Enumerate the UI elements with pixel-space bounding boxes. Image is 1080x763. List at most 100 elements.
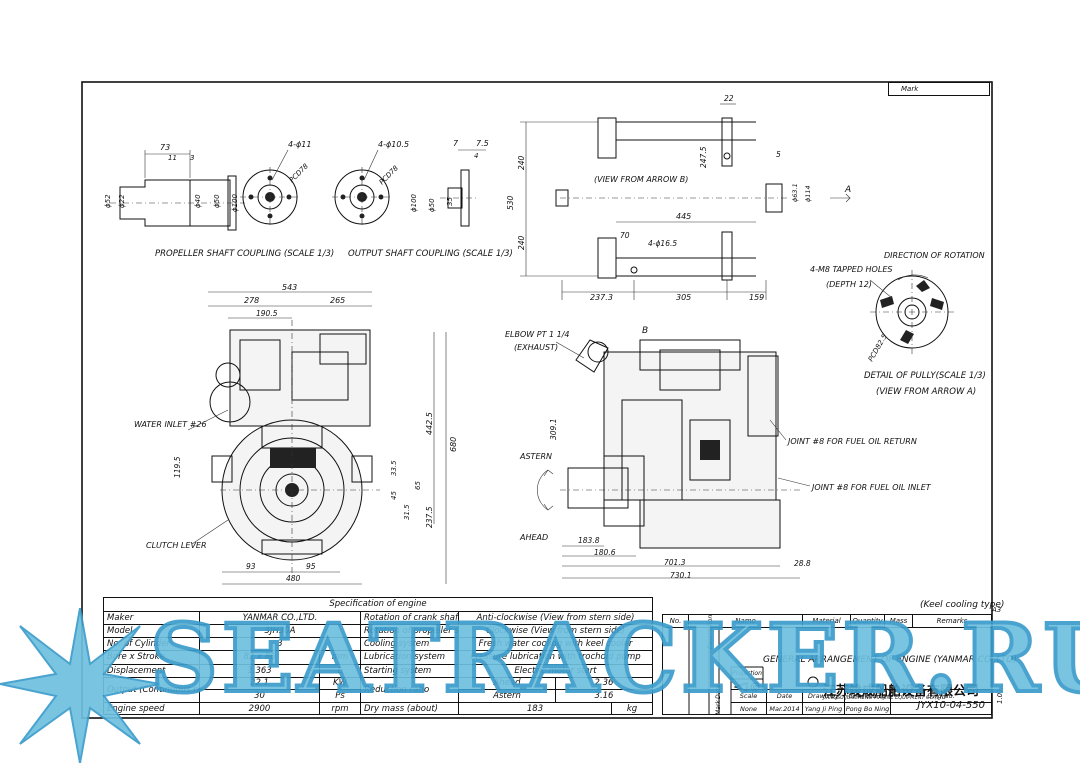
dim-305: 305 (676, 293, 691, 302)
label-clutch-lever: CLUTCH LEVER (146, 541, 207, 550)
spec-row: Engine speed 2900 rpm (104, 702, 360, 715)
pulley-detail-view: DIRECTION OF ROTATION 4-M8 TAPPED HOLES … (810, 251, 986, 397)
title-block-grid (688, 627, 819, 715)
dim-237-5: 237.5 (425, 506, 434, 528)
dim-7: 7 (453, 139, 459, 148)
dim-phi114: ϕ114 (804, 185, 812, 202)
title-block: No. Name Material Quantity Mass Remarks … (662, 614, 1017, 715)
label-propeller-coupling: PROPELLER SHAFT COUPLING (SCALE 1/3) (155, 249, 334, 259)
label-joint-inlet: JOINT #8 FOR FUEL OIL INLET (810, 483, 932, 492)
dim-247-5: 247.5 (699, 146, 708, 168)
dim-240-a: 240 (517, 155, 526, 170)
dim-pcd82-5: PCD82.5 (867, 332, 889, 363)
dim-70: 70 (620, 231, 630, 240)
spec-row: Rotation of propeller shaft Clockwise (V… (361, 625, 652, 639)
dim-phi63-1: ϕ63.1 (791, 183, 799, 202)
dim-pcd78-a: PCD78 (288, 162, 311, 185)
dim-phi100-b: ϕ100 (410, 193, 418, 212)
dim-31-5: 31.5 (403, 504, 411, 520)
label-output-coupling: OUTPUT SHAFT COUPLING (SCALE 1/3) (348, 249, 513, 259)
label-tapped-holes: 4-M8 TAPPED HOLES (810, 265, 892, 274)
dim-4phi11: 4-ϕ11 (288, 140, 311, 149)
label-astern: ASTERN (519, 452, 552, 461)
dim-phi22: ϕ22 (118, 194, 126, 208)
label-ahead: AHEAD (519, 533, 548, 542)
dim-701-3: 701.3 (664, 558, 686, 567)
watermark-star-icon (0, 608, 160, 763)
dim-22: 22 (724, 94, 734, 103)
dim-phi50-b: ϕ50 (428, 198, 436, 212)
dim-73: 73 (160, 143, 170, 152)
spec-row: Starting system Electric motor start (361, 664, 652, 678)
dim-phi40: ϕ40 (194, 194, 202, 208)
spec-row: Output (Continuous rating) 22.1 KW 30 Ps (104, 677, 360, 703)
drawing-frame (81, 81, 993, 719)
spec-right-column: Rotation of crank shaft Anti-clockwise (… (361, 612, 652, 715)
spec-row: Lubrication system Pressure lubrication … (361, 651, 652, 665)
spec-row: Reduction ratio Ahead 2.36 Astern 3.16 (361, 677, 652, 703)
dim-93: 93 (246, 562, 256, 571)
dim-190-5: 190.5 (256, 309, 278, 318)
label-water-inlet: WATER INLET #26 (134, 420, 207, 429)
dim-445: 445 (676, 212, 691, 221)
company-name-cn: 江苏竣成船舶设备有限公司 (823, 684, 980, 699)
dim-7-5: 7.5 (476, 139, 489, 148)
dim-4phi10-5: 4-ϕ10.5 (378, 140, 409, 149)
spec-row: Maker YANMAR CO.,LTD. (104, 612, 360, 626)
label-joint-return: JOINT #8 FOR FUEL OIL RETURN (786, 437, 917, 446)
dim-33-5: 33.5 (390, 460, 398, 476)
company-name-en: JIANGSU JUNCHENG MARINE EQUIPMENT CO.,LT… (823, 695, 946, 701)
label-detail-pully: DETAIL OF PULLY(SCALE 1/3) (864, 371, 986, 381)
drawing-number: JYX10-04-550 (917, 700, 985, 711)
dim-11: 11 (168, 154, 177, 162)
dim-680: 680 (449, 437, 458, 452)
dim-237-3: 237.3 (590, 293, 613, 302)
spec-row: Bore x Stroke 82 x 86 mm (104, 651, 360, 665)
title-block-header: No. Name Material Quantity Mass Remarks (663, 615, 991, 628)
engine-front-view: 543 278 265 190.5 442.5 680 119.5 33.5 6… (134, 283, 458, 585)
dim-4: 4 (474, 152, 478, 160)
spec-title: Specification of engine (104, 598, 652, 612)
dim-530: 530 (506, 195, 515, 210)
label-arrow-b: B (642, 326, 648, 336)
specification-table: Specification of engine Maker YANMAR CO.… (103, 597, 653, 715)
dim-119-5: 119.5 (173, 456, 182, 478)
dim-95: 95 (306, 562, 316, 571)
label-exhaust: (EXHAUST) (514, 343, 558, 352)
label-view-arrow-a: (VIEW FROM ARROW A) (876, 387, 976, 397)
label-elbow: ELBOW PT 1 1/4 (505, 330, 570, 339)
spec-left-column: Maker YANMAR CO.,LTD. Model 3JH30A No. o… (104, 612, 361, 715)
dim-480: 480 (286, 574, 301, 583)
dim-442-5: 442.5 (425, 412, 434, 435)
dim-5: 5 (776, 150, 781, 159)
dim-159: 159 (749, 293, 764, 302)
dim-45: 45 (390, 491, 398, 500)
sheet-size: A3 (992, 606, 1002, 614)
watermark-text: SEATRACKER.RU (148, 604, 1080, 714)
engine-side-view: B ELBOW PT 1 1/4 (EXHAUST) 309.1 ASTERN … (505, 326, 932, 580)
cooling-type-note: (Keel cooling type) (920, 600, 1005, 610)
dim-265: 265 (330, 296, 345, 305)
company-logo-icon (807, 676, 819, 688)
dim-phi52: ϕ52 (104, 194, 112, 208)
label-direction-rotation: DIRECTION OF ROTATION (884, 251, 985, 260)
dim-phi50: ϕ50 (213, 194, 221, 208)
dim-pcd78-b: PCD78 (378, 164, 401, 187)
drawing-title: GENERAL ARRANGEMENT OF ENGINE (YANMAR CO… (763, 655, 1017, 665)
spec-row: No. of Cylinder 3 (104, 638, 360, 652)
spec-row: Dry mass (about) 183 kg (361, 702, 652, 715)
dim-4phi16-5: 4-ϕ16.5 (648, 239, 677, 248)
dim-183-8: 183.8 (578, 536, 600, 545)
label-arrow-a: A (844, 185, 851, 195)
dim-phi100-a: ϕ100 (231, 193, 239, 212)
dim-240-b: 240 (517, 235, 526, 250)
spec-row: Model 3JH30A (104, 625, 360, 639)
spec-row: Rotation of crank shaft Anti-clockwise (… (361, 612, 652, 626)
title-block-bottom: Scale Date Drawn by Checked by Dwg.No. N… (731, 689, 991, 715)
dim-65: 65 (414, 481, 422, 490)
dim-309-1: 309.1 (549, 419, 558, 440)
dim-28-8: 28.8 (794, 559, 811, 568)
mark-box: Mark (888, 82, 990, 96)
spec-row: Cooling system Fresh water cooling with … (361, 638, 652, 652)
